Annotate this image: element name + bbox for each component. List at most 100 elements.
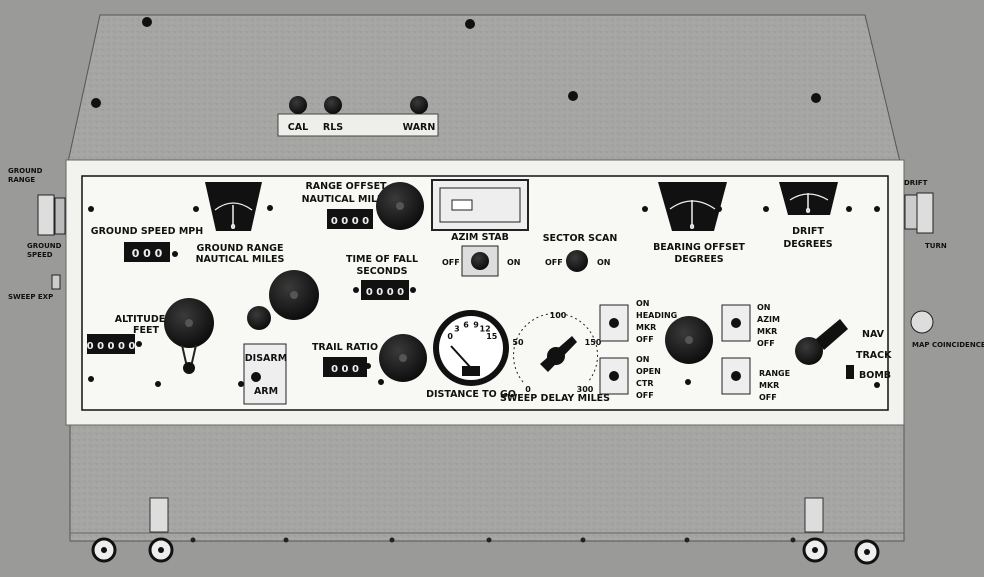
warn-button[interactable] — [410, 96, 428, 114]
svg-text:SECONDS: SECONDS — [356, 266, 407, 277]
map-coincidence-label: MAP COINCIDENCE — [912, 341, 984, 349]
svg-text:RANGE: RANGE — [759, 369, 790, 378]
time-of-fall-readout: 0 0 0 0 — [366, 287, 404, 298]
svg-text:0: 0 — [525, 385, 531, 394]
svg-text:NAUTICAL MILES: NAUTICAL MILES — [196, 254, 285, 265]
distance-to-go-label: DISTANCE TO GO — [426, 389, 516, 400]
svg-text:DEGREES: DEGREES — [674, 254, 723, 265]
svg-text:0: 0 — [690, 223, 695, 231]
svg-text:OFF: OFF — [757, 339, 775, 348]
bearing-offset-label: BEARING OFFSET — [653, 242, 745, 253]
ground-range-side-label: GROUND — [8, 167, 43, 175]
azim-marker-switch[interactable] — [731, 318, 741, 328]
rls-button[interactable] — [324, 96, 342, 114]
range-offset-label: RANGE OFFSET — [305, 181, 387, 192]
distance-tick-label: 15 — [486, 332, 498, 341]
sweep-exp-label: SWEEP EXP — [8, 293, 53, 301]
left-side-controls: GROUND RANGE GROUND SPEED SWEEP EXP — [8, 167, 66, 301]
distance-tick-label: 0 — [447, 332, 453, 341]
trail-ratio-label: TRAIL RATIO — [312, 342, 378, 353]
open-ctr-switch-labels: ON OPEN CTR OFF — [636, 355, 661, 400]
svg-text:100: 100 — [550, 311, 567, 320]
ground-speed-readout: 0 0 0 — [132, 247, 163, 260]
rls-label: RLS — [323, 122, 343, 133]
drift-side-label: DRIFT — [904, 179, 928, 187]
svg-text:OPEN: OPEN — [636, 367, 661, 376]
svg-text:OFF: OFF — [442, 258, 460, 267]
azim-stab-switch[interactable] — [471, 252, 489, 270]
turn-side-label: TURN — [925, 242, 947, 250]
ground-speed-label: GROUND SPEED MPH — [91, 226, 203, 237]
small-knob[interactable] — [247, 306, 271, 330]
sector-scan-switch[interactable] — [566, 250, 588, 272]
svg-text:AZIM: AZIM — [757, 315, 780, 324]
svg-text:RANGE: RANGE — [8, 176, 35, 184]
svg-text:MKR: MKR — [757, 327, 777, 336]
svg-text:HEADING: HEADING — [636, 311, 677, 320]
distance-tick-label: 6 — [463, 321, 469, 330]
right-side-controls: DRIFT TURN MAP COINCIDENCE — [904, 179, 984, 349]
open-center-switch[interactable] — [609, 371, 619, 381]
trail-ratio-readout: 0 0 0 — [331, 364, 359, 375]
svg-text:FEET: FEET — [133, 325, 159, 336]
sweep-delay-label: SWEEP DELAY MILES — [500, 393, 610, 404]
svg-text:0: 0 — [806, 207, 811, 215]
svg-text:300: 300 — [577, 385, 594, 394]
drift-meter: 0 — [779, 182, 838, 215]
sector-scan-label: SECTOR SCAN — [543, 233, 618, 244]
cal-label: CAL — [288, 122, 308, 133]
svg-text:OFF: OFF — [545, 258, 563, 267]
svg-text:OFF: OFF — [636, 391, 654, 400]
range-marker-switch[interactable] — [731, 371, 741, 381]
top-control-plate: CAL RLS WARN — [277, 96, 439, 137]
svg-text:DEGREES: DEGREES — [783, 239, 832, 250]
svg-text:SPEED: SPEED — [27, 251, 53, 259]
svg-text:ON: ON — [507, 258, 521, 267]
svg-text:MKR: MKR — [636, 323, 656, 332]
bearing-offset-meter: 0 — [658, 182, 727, 231]
warn-label: WARN — [403, 122, 436, 133]
heading-marker-switch[interactable] — [609, 318, 619, 328]
mode-selector-knob[interactable] — [795, 319, 848, 365]
chassis-top — [67, 14, 901, 163]
svg-text:150: 150 — [585, 338, 602, 347]
svg-text:OFF: OFF — [759, 393, 777, 402]
svg-text:ON: ON — [597, 258, 611, 267]
drift-label: DRIFT — [792, 226, 824, 237]
svg-text:ON: ON — [636, 299, 650, 308]
ground-range-meter: 0 — [205, 182, 262, 231]
svg-text:0: 0 — [231, 223, 236, 231]
mode-nav-label: NAV — [862, 329, 885, 340]
svg-text:CTR: CTR — [636, 379, 654, 388]
arm-switch[interactable] — [251, 372, 261, 382]
azim-stab-label: AZIM STAB — [451, 232, 509, 243]
distance-tick-label: 9 — [473, 321, 479, 330]
sweep-delay-dial — [513, 312, 598, 383]
arm-label: ARM — [254, 386, 278, 397]
ground-range-label: GROUND RANGE — [197, 243, 284, 254]
mounting-feet — [91, 497, 880, 565]
altitude-label: ALTITUDE — [115, 314, 165, 325]
altitude-readout: 0 0 0 0 0 — [87, 341, 136, 352]
svg-text:ON: ON — [636, 355, 650, 364]
chassis-bottom — [69, 423, 905, 542]
azim-mkr-labels: ON AZIM MKR OFF — [757, 303, 780, 348]
svg-text:ON: ON — [757, 303, 771, 312]
svg-text:MKR: MKR — [759, 381, 779, 390]
svg-text:OFF: OFF — [636, 335, 654, 344]
mode-track-label: TRACK — [856, 350, 892, 361]
heading-switch-labels: ON HEADING MKR OFF — [636, 299, 677, 344]
mode-bomb-label: BOMB — [859, 370, 891, 381]
distance-tick-label: 12 — [480, 325, 491, 334]
ground-speed-side-label: GROUND — [27, 242, 62, 250]
svg-text:NAUTICAL MILES: NAUTICAL MILES — [302, 194, 391, 205]
time-of-fall-label: TIME OF FALL — [346, 254, 418, 265]
range-mkr-labels: RANGE MKR OFF — [759, 369, 790, 402]
svg-text:50: 50 — [512, 338, 524, 347]
distance-tick-label: 3 — [454, 325, 460, 334]
cal-button[interactable] — [289, 96, 307, 114]
disarm-label: DISARM — [245, 353, 287, 364]
range-offset-readout: 0 0 0 0 — [331, 216, 369, 227]
